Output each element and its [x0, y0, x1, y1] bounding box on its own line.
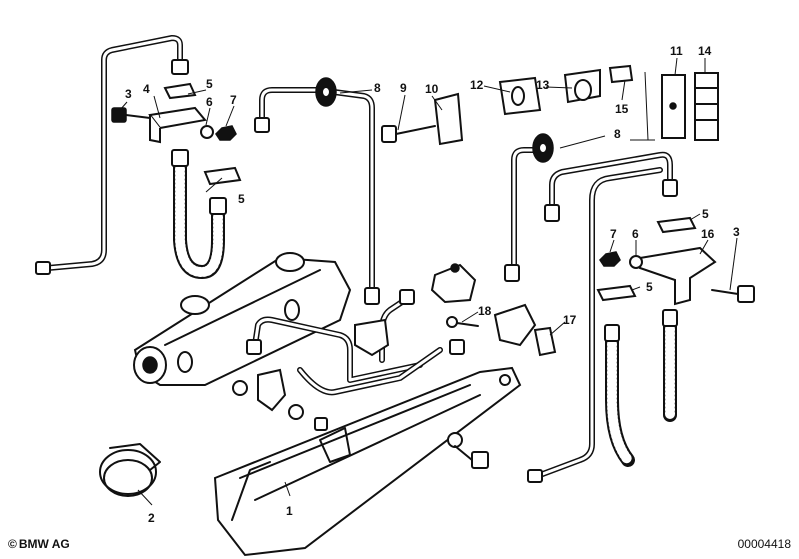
callout-8: 8: [614, 127, 621, 141]
callout-1: 1: [286, 504, 293, 518]
document-number: 00004418: [737, 537, 791, 551]
callout-5: 5: [702, 207, 709, 221]
callout-9: 9: [400, 81, 407, 95]
callout-5: 5: [646, 280, 653, 294]
channel-cover: [213, 366, 522, 557]
callout-10: 10: [425, 82, 439, 96]
callout-3: 3: [125, 87, 132, 101]
callout-3: 3: [733, 225, 740, 239]
callout-12: 12: [470, 78, 484, 92]
brake-lines: [45, 35, 673, 478]
brackets: [148, 82, 717, 306]
callout-7: 7: [610, 227, 617, 241]
brake-master-cylinder: [133, 252, 352, 386]
callout-5: 5: [206, 77, 213, 91]
brand-name: BMW AG: [18, 537, 70, 551]
grommets: [315, 77, 554, 163]
callout-8: 8: [374, 81, 381, 95]
t-piece-connectors: [257, 263, 557, 412]
clips-holders: [433, 64, 719, 146]
callout-6: 6: [206, 95, 213, 109]
callout-13: 13: [536, 78, 550, 92]
callout-2: 2: [148, 511, 155, 525]
callout-14: 14: [698, 44, 712, 58]
callout-11: 11: [670, 44, 683, 58]
callout-17: 17: [563, 313, 577, 327]
brake-hoses: [173, 158, 677, 467]
washers-nuts: [200, 125, 643, 448]
copyright-symbol: ©: [8, 537, 17, 551]
callout-6: 6: [632, 227, 639, 241]
callout-labels: 1 2 3 3 4 5 5 5 5 6 6 7 7 8 8 9 10 11 12…: [125, 44, 740, 525]
brand-label: © BMW AG: [8, 537, 70, 551]
callout-7: 7: [230, 93, 237, 107]
leader-lines: [119, 57, 738, 506]
hose-clamp: [99, 443, 161, 497]
bolts: [111, 107, 755, 469]
fittings: [35, 59, 678, 483]
callout-18: 18: [478, 304, 492, 318]
callout-16: 16: [701, 227, 715, 241]
callout-15: 15: [615, 102, 629, 116]
callout-5: 5: [238, 192, 245, 206]
callout-4: 4: [143, 82, 150, 96]
